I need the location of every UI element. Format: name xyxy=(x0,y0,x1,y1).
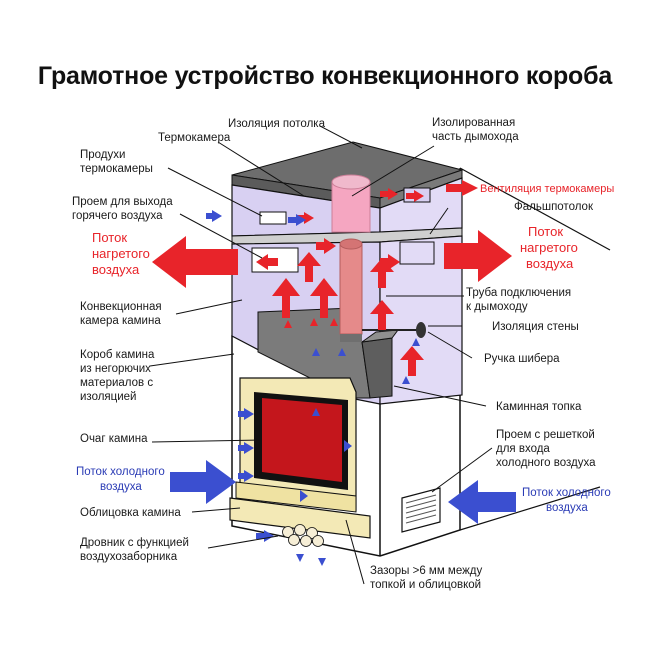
firebox-arrow xyxy=(310,318,318,326)
cold-air-arrow xyxy=(296,554,304,562)
label-insulated-chimney-line1: Изолированная xyxy=(432,117,515,129)
label-hot-flow-left-line2: нагретого xyxy=(92,246,150,261)
label-grille-line3: холодного воздуха xyxy=(496,457,596,469)
hot-air-arrow-up xyxy=(297,252,321,282)
label-woodbox-line1: Дровник с функцией xyxy=(80,537,189,549)
cold-air-grille xyxy=(401,487,441,533)
cold-air-arrow xyxy=(238,442,254,454)
label-box-line3: материалов с xyxy=(80,377,153,389)
cold-air-arrow xyxy=(318,558,326,566)
cold-air-arrow xyxy=(288,214,306,226)
cold-air-arrow xyxy=(238,470,254,482)
label-cold-flow-left-line1: Поток холодного xyxy=(76,466,165,478)
firebox-arrow xyxy=(330,318,338,326)
label-hot-flow-right-line1: Поток xyxy=(528,224,563,239)
firebox-arrow xyxy=(284,320,292,328)
hot-air-arrow-right xyxy=(406,190,424,202)
hot-air-arrow-right xyxy=(380,188,398,200)
cold-air-arrow xyxy=(412,338,420,346)
leader-lines xyxy=(149,125,493,585)
label-cladding: Облицовка камина xyxy=(80,507,181,519)
label-vents-line1: Продухи xyxy=(80,149,125,161)
label-hot-air-outlet-line1: Проем для выхода xyxy=(72,196,173,208)
hot-air-arrow-up xyxy=(310,278,338,318)
label-chamber-ventilation: Вентиляция термокамеры xyxy=(480,183,614,195)
label-cold-flow-right-line1: Поток холодного xyxy=(522,487,611,499)
label-woodbox-line2: воздухозаборника xyxy=(80,551,178,563)
label-firebox: Каминная топка xyxy=(496,401,582,413)
label-insulated-chimney-line2: часть дымохода xyxy=(432,131,519,143)
label-false-ceiling: Фальшпотолок xyxy=(514,201,594,213)
label-vents-line2: термокамеры xyxy=(80,163,153,175)
hot-air-arrow-right xyxy=(316,238,336,254)
room-walls xyxy=(459,167,611,531)
cold-air-arrow xyxy=(300,490,308,502)
cold-air-arrow-right xyxy=(448,480,516,524)
firewood-logs xyxy=(282,524,324,547)
hot-air-arrow-left xyxy=(152,236,238,288)
cold-air-arrow xyxy=(238,408,254,420)
diagram-title: Грамотное устройство конвекционного коро… xyxy=(37,62,613,90)
label-cold-flow-right-line2: воздуха xyxy=(546,502,588,514)
label-damper-handle: Ручка шибера xyxy=(484,353,560,365)
label-convection-chamber-line2: камера камина xyxy=(80,315,161,327)
label-chimney-pipe-line2: к дымоходу xyxy=(466,301,528,313)
cold-air-arrow xyxy=(402,376,410,384)
hot-air-arrow-right xyxy=(444,230,512,282)
label-gaps-line1: Зазоры >6 мм между xyxy=(370,565,482,577)
hot-air-arrow-up xyxy=(272,278,300,318)
label-grille-line2: для входа xyxy=(496,443,550,455)
damper-handle xyxy=(362,322,426,338)
label-hot-flow-right-line2: нагретого xyxy=(520,240,578,255)
cold-air-arrow xyxy=(312,348,320,356)
label-convection-chamber-line1: Конвекционная xyxy=(80,301,162,313)
label-cold-flow-left-line2: воздуха xyxy=(100,481,142,493)
label-box-line4: изоляцией xyxy=(80,391,136,403)
label-ceiling-insulation: Изоляция потолка xyxy=(228,118,326,130)
chimney-pipe xyxy=(339,238,363,342)
hot-air-arrow-right xyxy=(380,254,400,270)
cold-air-arrow xyxy=(206,210,222,222)
cold-air-arrow xyxy=(338,348,346,356)
label-hot-flow-left-line3: воздуха xyxy=(92,262,140,277)
cold-air-arrow xyxy=(312,408,320,416)
label-thermal-chamber: Термокамера xyxy=(158,132,231,144)
label-wall-insulation: Изоляция стены xyxy=(492,321,579,333)
hot-air-arrow-left xyxy=(256,254,278,270)
label-hearth: Очаг камина xyxy=(80,433,148,445)
cold-air-arrow xyxy=(344,440,352,452)
cold-air-arrow-left xyxy=(170,460,236,504)
label-hot-flow-right-line3: воздуха xyxy=(526,256,574,271)
label-box-line1: Короб камина xyxy=(80,349,155,361)
vent-arrow-right xyxy=(446,180,478,196)
label-hot-air-outlet-line2: горячего воздуха xyxy=(72,210,163,222)
hot-air-arrow-up xyxy=(400,346,424,376)
insulated-chimney xyxy=(331,174,371,233)
label-hot-flow-left-line1: Поток xyxy=(92,230,127,245)
label-box-line2: из негорючих xyxy=(80,363,151,375)
fireplace-hearth xyxy=(254,392,348,490)
label-chimney-pipe-line1: Труба подключения xyxy=(466,287,571,299)
label-grille-line1: Проем с решеткой xyxy=(496,429,595,441)
label-gaps-line2: топкой и облицовкой xyxy=(370,579,481,591)
hot-air-arrow-up xyxy=(370,300,394,330)
